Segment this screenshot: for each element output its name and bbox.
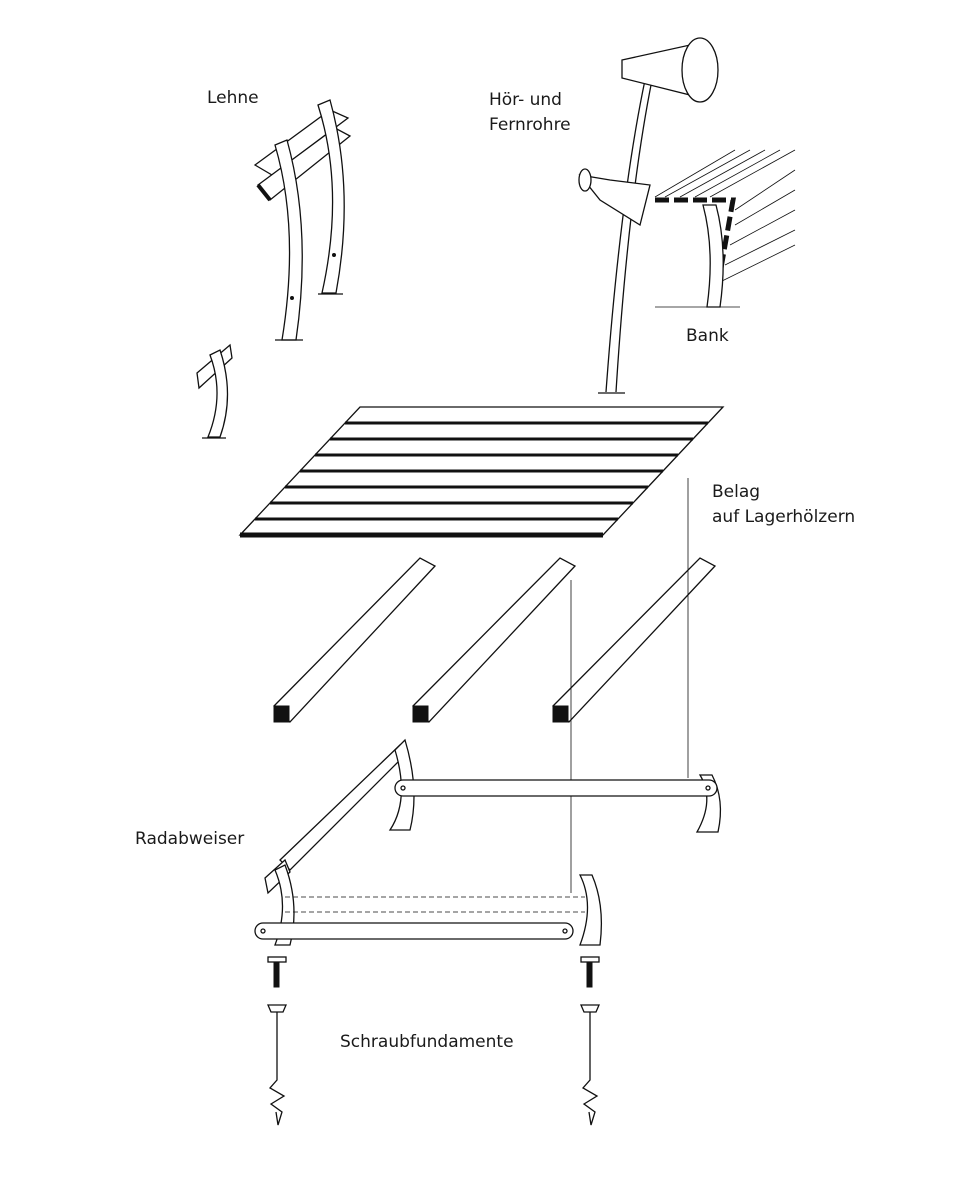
label-backrest: Lehne — [207, 88, 259, 108]
label-decking-line2: auf Lagerhölzern — [712, 507, 856, 527]
guide-lines — [570, 478, 689, 893]
label-bench: Bank — [686, 326, 729, 346]
label-decking-line1: Belag — [712, 482, 761, 502]
label-screw-foundations: Schraubfundamente — [340, 1032, 514, 1052]
bench-drawing — [654, 149, 796, 308]
label-telescopes-line1: Hör- und — [489, 90, 562, 110]
deck-drawing — [238, 406, 725, 538]
screw-foundations-drawing — [267, 956, 600, 1126]
telescope-drawing — [578, 37, 719, 394]
beams-drawing — [273, 557, 717, 723]
small-post-drawing — [196, 343, 233, 439]
label-wheel-guard: Radabweiser — [135, 829, 245, 849]
backrest-drawing — [253, 99, 352, 341]
lower-rail-drawing — [254, 858, 602, 946]
upper-rail-drawing — [279, 738, 722, 871]
label-telescopes-line2: Fernrohre — [489, 115, 571, 135]
